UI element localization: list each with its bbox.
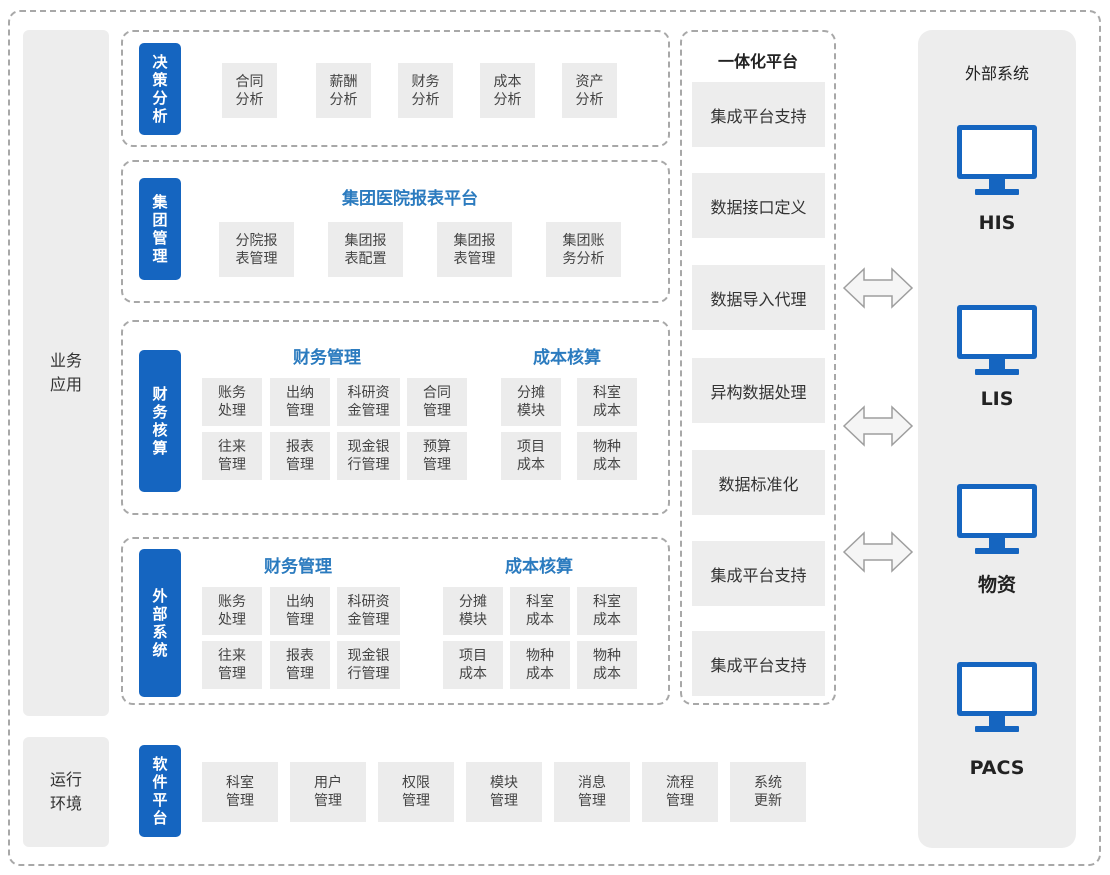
integration-item: 数据导入代理 [692, 265, 825, 330]
group-report-item: 集团账 务分析 [546, 222, 621, 277]
finance-item: 科研资 金管理 [337, 378, 400, 426]
runtime-environment-label: 运行 环境 [23, 737, 109, 847]
decision-analysis-tag: 决策分析 [139, 43, 181, 135]
software-item: 权限 管理 [378, 762, 454, 822]
external-cost-title: 成本核算 [505, 557, 573, 577]
double-arrow-icon [842, 405, 914, 447]
integration-item: 集成平台支持 [692, 631, 825, 696]
external-cost-item: 分摊 模块 [443, 587, 503, 635]
integration-item: 异构数据处理 [692, 358, 825, 423]
software-item: 流程 管理 [642, 762, 718, 822]
decision-item: 合同 分析 [222, 63, 277, 118]
decision-analysis-group [121, 30, 670, 147]
monitor-icon [957, 305, 1037, 375]
external-finance-item: 科研资 金管理 [337, 587, 400, 635]
decision-item: 资产 分析 [562, 63, 617, 118]
group-report-item: 集团报 表管理 [437, 222, 512, 277]
finance-item: 现金银 行管理 [337, 432, 400, 480]
external-system-group [121, 537, 670, 705]
finance-accounting-group [121, 320, 670, 515]
external-finance-item: 出纳 管理 [270, 587, 330, 635]
external-system-label: LIS [980, 388, 1014, 410]
cost-item: 项目 成本 [501, 432, 561, 480]
finance-item: 报表 管理 [270, 432, 330, 480]
decision-item: 薪酬 分析 [316, 63, 371, 118]
external-finance-title: 财务管理 [264, 557, 332, 577]
finance-item: 预算 管理 [407, 432, 467, 480]
finance-item: 出纳 管理 [270, 378, 330, 426]
group-report-platform-title: 集团医院报表平台 [342, 189, 478, 209]
external-finance-item: 现金银 行管理 [337, 641, 400, 689]
double-arrow-icon [842, 267, 914, 309]
external-finance-item: 账务 处理 [202, 587, 262, 635]
finance-item: 往来 管理 [202, 432, 262, 480]
monitor-icon [957, 662, 1037, 732]
cost-accounting-title: 成本核算 [533, 348, 601, 368]
decision-item: 成本 分析 [480, 63, 535, 118]
software-item: 用户 管理 [290, 762, 366, 822]
external-cost-item: 科室 成本 [577, 587, 637, 635]
finance-item: 合同 管理 [407, 378, 467, 426]
external-cost-item: 项目 成本 [443, 641, 503, 689]
integration-item: 集成平台支持 [692, 82, 825, 147]
software-item: 系统 更新 [730, 762, 806, 822]
integration-platform-group [680, 30, 836, 705]
external-finance-item: 往来 管理 [202, 641, 262, 689]
software-item: 模块 管理 [466, 762, 542, 822]
external-systems-title: 外部系统 [964, 64, 1029, 83]
monitor-icon [957, 484, 1037, 554]
software-platform-tag: 软件平台 [139, 745, 181, 837]
external-system-tag: 外部系统 [139, 549, 181, 697]
external-system-label: HIS [978, 212, 1016, 234]
group-management-tag: 集团管理 [139, 178, 181, 280]
finance-accounting-tag: 财务核算 [139, 350, 181, 492]
external-finance-item: 报表 管理 [270, 641, 330, 689]
external-cost-item: 物种 成本 [577, 641, 637, 689]
group-report-item: 分院报 表管理 [219, 222, 294, 277]
external-system-label: PACS [969, 757, 1025, 779]
business-application-label: 业务 应用 [23, 30, 109, 716]
cost-item: 分摊 模块 [501, 378, 561, 426]
integration-platform-title: 一体化平台 [717, 52, 798, 71]
double-arrow-icon [842, 531, 914, 573]
software-item: 科室 管理 [202, 762, 278, 822]
cost-item: 物种 成本 [577, 432, 637, 480]
external-cost-item: 物种 成本 [510, 641, 570, 689]
external-system-label: 物资 [977, 574, 1016, 596]
monitor-icon [957, 125, 1037, 195]
finance-management-title: 财务管理 [293, 348, 361, 368]
group-report-item: 集团报 表配置 [328, 222, 403, 277]
external-cost-item: 科室 成本 [510, 587, 570, 635]
decision-item: 财务 分析 [398, 63, 453, 118]
integration-item: 数据标准化 [692, 450, 825, 515]
cost-item: 科室 成本 [577, 378, 637, 426]
group-management-group [121, 160, 670, 303]
software-item: 消息 管理 [554, 762, 630, 822]
integration-item: 集成平台支持 [692, 541, 825, 606]
outer-frame [8, 10, 1101, 866]
finance-item: 账务 处理 [202, 378, 262, 426]
integration-item: 数据接口定义 [692, 173, 825, 238]
